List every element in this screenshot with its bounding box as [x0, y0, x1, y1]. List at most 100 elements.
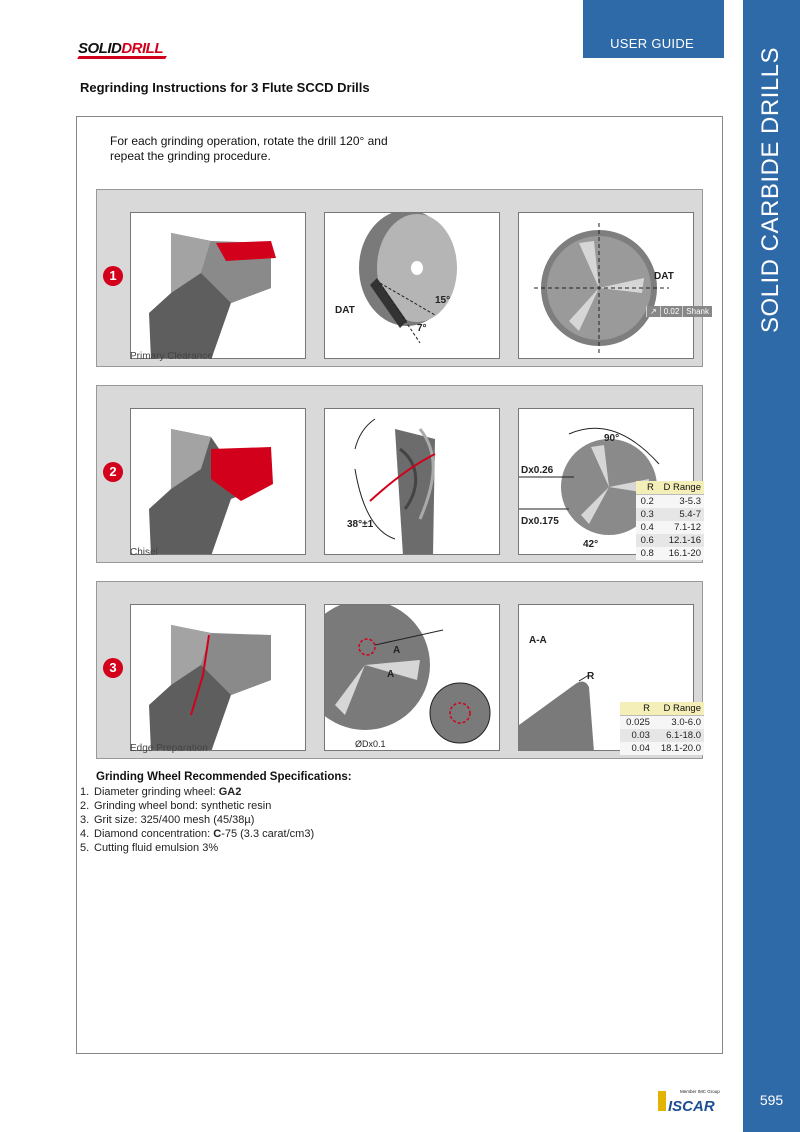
step-label: Primary Clearance: [130, 351, 213, 362]
dx0175-label: Dx0.175: [521, 516, 559, 527]
drill-tip-chisel-icon: [149, 429, 273, 554]
list-item: 2. Grinding wheel bond: synthetic resin: [80, 799, 352, 813]
angle-42-label: 42°: [583, 539, 598, 550]
dx01-label: ØDx0.1: [355, 739, 386, 749]
step-label: Edge Preparation: [130, 743, 208, 754]
section-a-label-bottom: A: [387, 669, 394, 680]
member-imc-text: Member IMC Group: [680, 1089, 720, 1094]
drill-tip-edge-icon: [149, 625, 271, 750]
page-title: Regrinding Instructions for 3 Flute SCCD…: [80, 80, 370, 95]
angle-15-label: 15°: [435, 295, 450, 306]
step-number-badge: 3: [103, 658, 123, 678]
tolerance-box: ↗ 0.02 Shank: [646, 306, 712, 317]
chisel-end-view-icon: Dx0.26 Dx0.175 90° 42°: [519, 427, 660, 550]
user-guide-tab: USER GUIDE: [583, 0, 724, 58]
table-header-r: R: [636, 481, 657, 495]
drill-side-view-illustration: 38°±1: [324, 408, 500, 555]
grinding-wheel-specs: Grinding Wheel Recommended Specification…: [80, 770, 352, 855]
angle-7-label: 7°: [417, 323, 427, 334]
table-header-d-range: D Range: [656, 481, 704, 495]
table-cell: 7.1-12: [656, 521, 704, 534]
logo-swoosh: [77, 56, 167, 59]
drill-end-view-icon: DAT: [534, 223, 674, 353]
runout-icon: ↗: [646, 306, 660, 317]
user-guide-label: USER GUIDE: [610, 36, 694, 51]
list-number: 2.: [80, 800, 90, 812]
list-number: 4.: [80, 828, 90, 840]
section-aa-icon: A-A R: [519, 635, 595, 750]
step-number-badge: 2: [103, 462, 123, 482]
drill-tip-illustration: [130, 212, 306, 359]
step-panel-2: 2 38°±1 Dx0.26 Dx0.175 9: [96, 385, 704, 563]
dx026-label: Dx0.26: [521, 465, 554, 476]
dat-label-left: DAT: [335, 305, 355, 316]
list-number: 5.: [80, 842, 90, 854]
table-cell: 0.8: [636, 547, 657, 560]
specs-list: 1.Diameter grinding wheel: GA2 2. Grindin…: [80, 785, 352, 855]
angle-90-label: 90°: [604, 433, 619, 444]
drill-tip-edge-illustration: [130, 604, 306, 751]
table-cell: 0.2: [636, 494, 657, 508]
table-cell: 0.04: [620, 742, 653, 755]
table-cell: 18.1-20.0: [652, 742, 704, 755]
table-cell: 16.1-20: [656, 547, 704, 560]
tolerance-reference: Shank: [682, 306, 712, 317]
list-item: 4. Diamond concentration: C-75 (3.3 carat…: [80, 827, 352, 841]
drill-tip-primary-clearance-icon: [149, 233, 276, 358]
soliddrill-logo: SOLIDDRILL: [77, 40, 167, 59]
list-text: Diamond concentration:: [94, 828, 214, 840]
step-label: Chisel: [130, 547, 158, 558]
list-rest: -75 (3.3 carat/cm3): [221, 828, 315, 840]
step-number-badge: 1: [103, 266, 123, 286]
table-cell: 3.0-6.0: [652, 715, 704, 729]
table-cell: 3-5.3: [656, 494, 704, 508]
radius-label: R: [587, 671, 595, 682]
list-item: 1.Diameter grinding wheel: GA2: [80, 785, 352, 799]
specs-title: Grinding Wheel Recommended Specification…: [96, 771, 352, 783]
iscar-wordmark: ISCAR: [668, 1098, 715, 1113]
table-cell: 5.4-7: [656, 508, 704, 521]
edge-detail-illustration: A A ØDx0.1: [324, 604, 500, 751]
drill-side-view-icon: 38°±1: [347, 418, 436, 554]
list-text: Diameter grinding wheel:: [94, 786, 219, 798]
list-bold: C: [213, 828, 222, 840]
table-cell: 0.6: [636, 534, 657, 547]
logo-drill-text: DRILL: [121, 40, 164, 57]
table-cell: 12.1-16: [656, 534, 704, 547]
page-number: 595: [759, 1092, 784, 1108]
sidebar: [743, 0, 800, 1132]
table-header-d-range: D Range: [652, 702, 704, 716]
table-cell: 0.03: [620, 729, 653, 742]
drill-end-view-illustration: DAT: [518, 212, 694, 359]
angle-38-label: 38°±1: [347, 519, 374, 530]
table-cell: 0.025: [620, 715, 653, 729]
table-cell: 0.4: [636, 521, 657, 534]
tolerance-value: 0.02: [659, 306, 683, 317]
list-text: Cutting fluid emulsion 3%: [94, 842, 219, 854]
list-item: 5. Cutting fluid emulsion 3%: [80, 841, 352, 855]
intro-text: For each grinding operation, rotate the …: [110, 134, 388, 163]
section-aa-title: A-A: [529, 635, 547, 646]
list-text: Grinding wheel bond: synthetic resin: [94, 800, 272, 812]
list-number: 3.: [80, 814, 90, 826]
section-a-label-top: A: [393, 645, 400, 656]
grinding-wheel-icon: DAT 15° 7°: [335, 213, 457, 344]
list-text: Grit size: 325/400 mesh (45/38µ): [94, 814, 255, 826]
table-header-r: R: [620, 702, 653, 716]
iscar-logo: Member IMC Group ISCAR: [658, 1089, 720, 1113]
list-item: 3. Grit size: 325/400 mesh (45/38µ): [80, 813, 352, 827]
table-cell: 0.3: [636, 508, 657, 521]
sidebar-title: SOLID CARBIDE DRILLS: [757, 46, 784, 334]
grinding-wheel-illustration: DAT 15° 7°: [324, 212, 500, 359]
content-frame: [76, 116, 723, 1054]
drill-tip-chisel-illustration: [130, 408, 306, 555]
